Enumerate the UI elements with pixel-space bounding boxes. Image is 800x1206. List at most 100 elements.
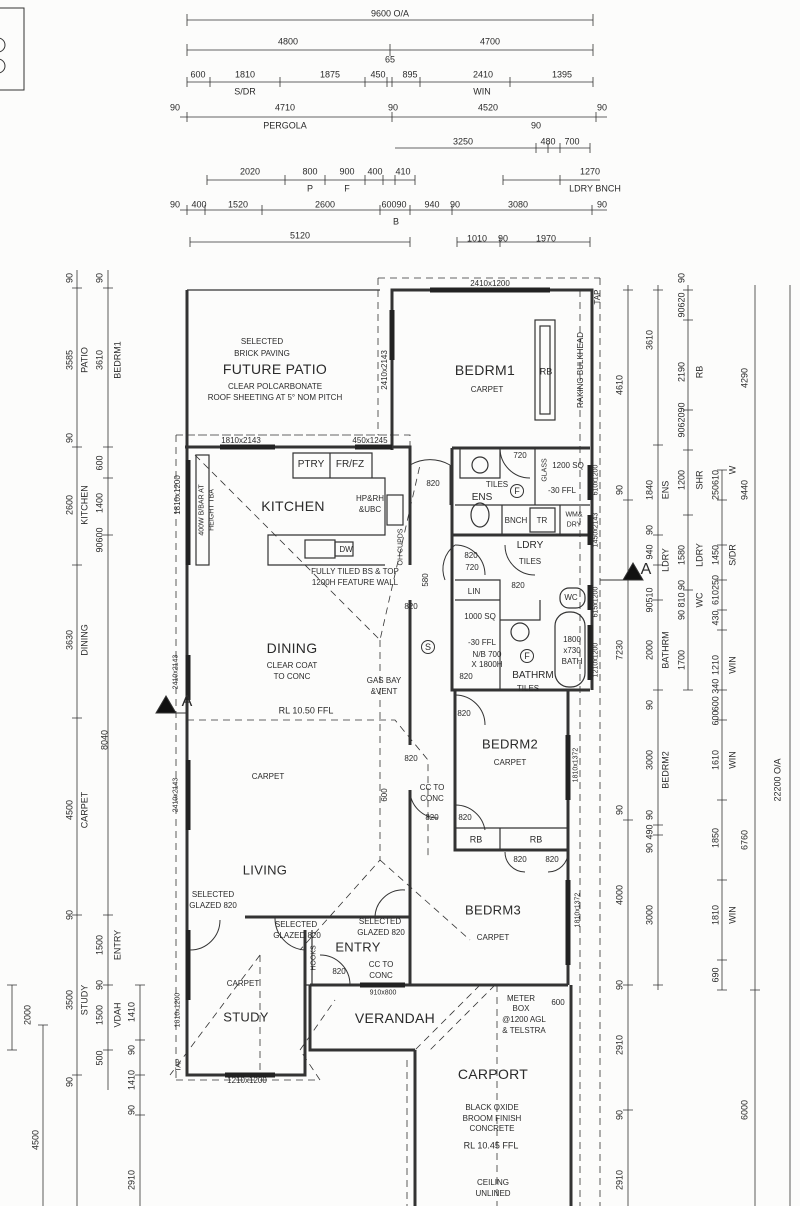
right-dimension-label: 610250 bbox=[710, 574, 721, 606]
floor-finish: TO CONC bbox=[273, 672, 311, 681]
bench-label: BNCH bbox=[504, 516, 528, 525]
fridge-label: FR/FZ bbox=[335, 459, 365, 470]
top-dimension-label: 2600 bbox=[314, 199, 336, 210]
dishwasher-label: DW bbox=[339, 545, 353, 554]
right-dimension-label: 7230 bbox=[614, 639, 625, 661]
shower-level: -30 FFL bbox=[467, 638, 497, 647]
right-dimension-label: 600 340 bbox=[710, 678, 721, 712]
door-size: 720 bbox=[465, 563, 479, 572]
shower-size: 1000 SQ bbox=[464, 612, 496, 621]
hooks-label: HOOKS bbox=[310, 945, 318, 971]
left-dimension-label: BEDRM1 bbox=[112, 341, 123, 379]
right-dimension-label: WIN bbox=[727, 656, 738, 674]
left-dimension-label: 1500 bbox=[94, 1004, 105, 1026]
left-dimension-label: 90 bbox=[126, 1044, 137, 1056]
right-dimension-label: 1700 bbox=[676, 649, 687, 671]
top-dimension-label: 480 bbox=[540, 136, 556, 147]
left-dimension-label: 2600 bbox=[64, 494, 75, 516]
window-size: 2410x2143 bbox=[380, 350, 389, 390]
right-dimension-label: 490 bbox=[644, 824, 655, 840]
floor-finish: TILES bbox=[485, 480, 509, 489]
meter-note: BOX bbox=[512, 1004, 530, 1013]
top-dimension-label: 4800 bbox=[277, 36, 299, 47]
floor-finish: CLEAR COAT bbox=[266, 661, 318, 670]
top-dimension-label: S/DR bbox=[234, 86, 256, 97]
floor-finish: CONC bbox=[420, 794, 444, 803]
left-dimension-label: 4500 bbox=[30, 1129, 41, 1151]
right-dimension-label: 90 bbox=[614, 979, 625, 991]
right-dimension-label: WIN bbox=[727, 906, 738, 924]
window-size: 1810x2143 bbox=[221, 436, 261, 445]
top-dimension-label: 60090 bbox=[381, 199, 407, 210]
right-dimension-label: 2910 bbox=[614, 1034, 625, 1056]
left-dimension-label: 90600 bbox=[94, 527, 105, 553]
left-dimension-label: 3610 bbox=[94, 349, 105, 371]
top-dimension-label: B bbox=[392, 216, 400, 227]
left-dimension-label: 3585 bbox=[64, 349, 75, 371]
right-dimension-label: 1610 bbox=[710, 749, 721, 771]
right-dimension-label: 90 810 90 bbox=[676, 579, 687, 621]
door-size: 820 bbox=[458, 813, 472, 822]
bath-label: BATH bbox=[561, 657, 583, 666]
top-dimension-label: 400 bbox=[191, 199, 207, 210]
floor-finish: CARPET bbox=[470, 385, 504, 394]
window-size: 2410x2143 bbox=[172, 654, 180, 690]
room-name-bedroom-3: BEDRM3 bbox=[465, 902, 521, 918]
floor-finish: CARPET bbox=[476, 933, 510, 942]
right-dimension-label: 4000 bbox=[614, 884, 625, 906]
pantry-label: PTRY bbox=[297, 459, 325, 470]
right-dimension-label: 6760 bbox=[739, 829, 750, 851]
floor-finish: CARPET bbox=[226, 979, 260, 988]
door-size: 820 bbox=[464, 551, 478, 560]
room-name-bathroom: BATHRM bbox=[512, 670, 554, 681]
top-dimension-label: 90 bbox=[387, 102, 399, 113]
top-dimension-label: 1270 bbox=[579, 166, 601, 177]
right-dimension-label: 90510 bbox=[644, 587, 655, 613]
right-dimension-label: 430 bbox=[710, 610, 721, 626]
right-dimension-label: 1580 bbox=[676, 544, 687, 566]
feature-wall-note: FULLY TILED BS & TOP bbox=[311, 567, 399, 576]
cupboards-label: OH CUPDS bbox=[397, 528, 405, 566]
right-dimension-label: 90 bbox=[614, 804, 625, 816]
right-dimension-label: 2000 bbox=[644, 639, 655, 661]
top-dimension-label: 90 bbox=[169, 199, 181, 210]
right-dimension-label: 6000 bbox=[739, 1099, 750, 1121]
right-dimension-label: 1450 bbox=[710, 544, 721, 566]
door-note: SELECTED bbox=[191, 890, 235, 899]
hotplate-label: &UBC bbox=[358, 505, 382, 514]
robe-label: RB bbox=[539, 366, 553, 377]
room-name-verandah: VERANDAH bbox=[354, 1010, 436, 1026]
left-dimension-label: 1400 bbox=[94, 492, 105, 514]
bulkhead-label: RAKING BULKHEAD bbox=[576, 331, 585, 409]
floor-finish: CONC bbox=[369, 971, 393, 980]
top-dimension-label: 940 bbox=[424, 199, 440, 210]
gas-note: &VENT bbox=[370, 687, 398, 696]
top-dimension-label: 450 bbox=[370, 69, 386, 80]
dimension-label: 580 bbox=[421, 573, 430, 587]
left-dimension-label: DINING bbox=[79, 624, 90, 656]
window-size: 2410x1200 bbox=[470, 279, 510, 288]
right-dimension-label: 90 bbox=[614, 484, 625, 496]
top-dimension-label: 4700 bbox=[479, 36, 501, 47]
floor-finish: CC TO bbox=[419, 783, 445, 792]
ceiling-note: UNLINED bbox=[475, 1189, 511, 1198]
right-dimension-label: 2190 bbox=[676, 361, 687, 383]
washer-label: WM& bbox=[565, 511, 583, 519]
room-name-kitchen: KITCHEN bbox=[261, 498, 325, 514]
floor-finish: TILES bbox=[516, 684, 540, 693]
side-dimension-lines bbox=[7, 270, 791, 1206]
right-dimension-label: 1200 bbox=[676, 469, 687, 491]
top-dimension-label: 65 bbox=[384, 54, 396, 65]
smoke-detector-icon: S bbox=[421, 640, 435, 654]
right-dimension-label: 3000 bbox=[644, 904, 655, 926]
gas-note: GAS BAY bbox=[366, 676, 402, 685]
bath-label: 1800 bbox=[563, 635, 581, 644]
window-size: 610x1200 bbox=[592, 464, 600, 496]
title-block-fragment bbox=[0, 7, 25, 91]
right-dimension-label: 90 bbox=[644, 699, 655, 711]
top-dimension-label: 90 bbox=[169, 102, 181, 113]
right-dimension-label: 600 bbox=[710, 710, 721, 726]
right-dimension-label: WC bbox=[694, 592, 705, 608]
right-dimension-label: 90 bbox=[644, 842, 655, 854]
patio-note: BRICK PAVING bbox=[234, 349, 290, 358]
